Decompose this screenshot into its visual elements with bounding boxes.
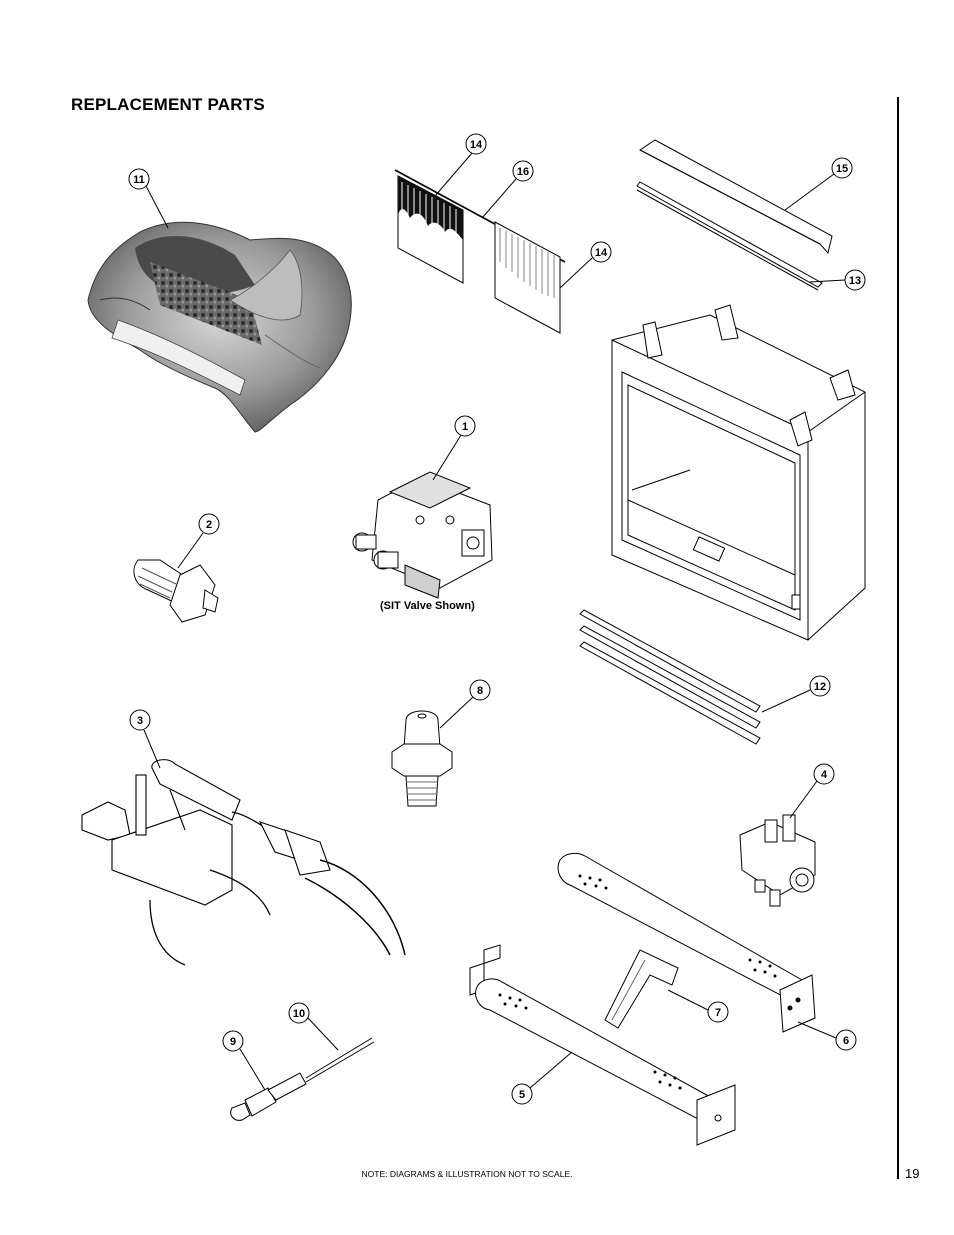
callout-7: 7: [667, 989, 729, 1023]
callout-14-top-number: 14: [470, 139, 483, 151]
callout-16: 15: [784, 157, 853, 211]
callout-14-bottom-number: 14: [595, 247, 608, 259]
callout-4: 4: [789, 763, 835, 819]
callout-2-number: 2: [206, 519, 212, 531]
callout-1: 1: [432, 415, 476, 481]
page-title: REPLACEMENT PARTS: [71, 95, 265, 114]
callout-8: 8: [439, 679, 491, 729]
callout-15-number: 16: [517, 166, 529, 178]
callout-14-bottom: 14: [559, 241, 612, 289]
callout-12-number: 12: [814, 681, 826, 693]
pilot-assembly-illustration: [81, 759, 406, 966]
callout-2: 2: [177, 513, 220, 569]
rails-illustration: [579, 609, 761, 745]
callout-3-number: 3: [137, 715, 143, 727]
upper-burner-illustration: [557, 852, 816, 1033]
callout-11: 11: [128, 168, 169, 229]
callout-7-number: 7: [715, 1007, 721, 1019]
callout-5-number: 5: [519, 1089, 525, 1101]
scale-note: NOTE: DIAGRAMS & ILLUSTRATION NOT TO SCA…: [0, 1169, 954, 1179]
igniter-illustration: [230, 1037, 375, 1121]
callout-15: 16: [481, 160, 534, 219]
valve-caption: (SIT Valve Shown): [380, 600, 475, 612]
callout-3: 3: [129, 709, 161, 769]
orifice-illustration: [391, 710, 453, 807]
gas-valve-illustration: [352, 471, 493, 599]
callout-16-number: 15: [836, 163, 848, 175]
callout-10-number: 10: [293, 1008, 305, 1020]
callout-1-number: 1: [462, 421, 468, 433]
fitting-illustration: [133, 559, 219, 623]
scale-note-text: NOTE: DIAGRAMS & ILLUSTRATION NOT TO SCA…: [361, 1169, 573, 1179]
margin-rule: [897, 97, 899, 1179]
screen-illustration: [394, 169, 566, 334]
callout-13: 13: [809, 269, 866, 291]
callout-13-number: 13: [849, 275, 861, 287]
callout-14-top: 14: [434, 133, 487, 197]
lower-burner-illustration: [469, 944, 736, 1146]
small-valve-illustration: [739, 814, 816, 907]
log-set-illustration: [87, 221, 352, 433]
callout-11-number: 11: [133, 174, 145, 186]
trim-channels-illustration: [636, 139, 833, 291]
callout-8-number: 8: [477, 685, 483, 697]
callout-5: 5: [511, 1051, 573, 1105]
firebox-illustration: [611, 304, 866, 641]
callout-9: 9: [222, 1030, 266, 1091]
callout-6: 6: [797, 1021, 857, 1051]
callout-9-number: 9: [230, 1036, 236, 1048]
callout-12: 12: [761, 675, 831, 713]
page-number: 19: [905, 1166, 920, 1181]
callout-6-number: 6: [843, 1035, 849, 1047]
callout-4-number: 4: [821, 769, 828, 781]
callout-10: 10: [288, 1002, 339, 1051]
bracket-illustration: [604, 949, 679, 1029]
